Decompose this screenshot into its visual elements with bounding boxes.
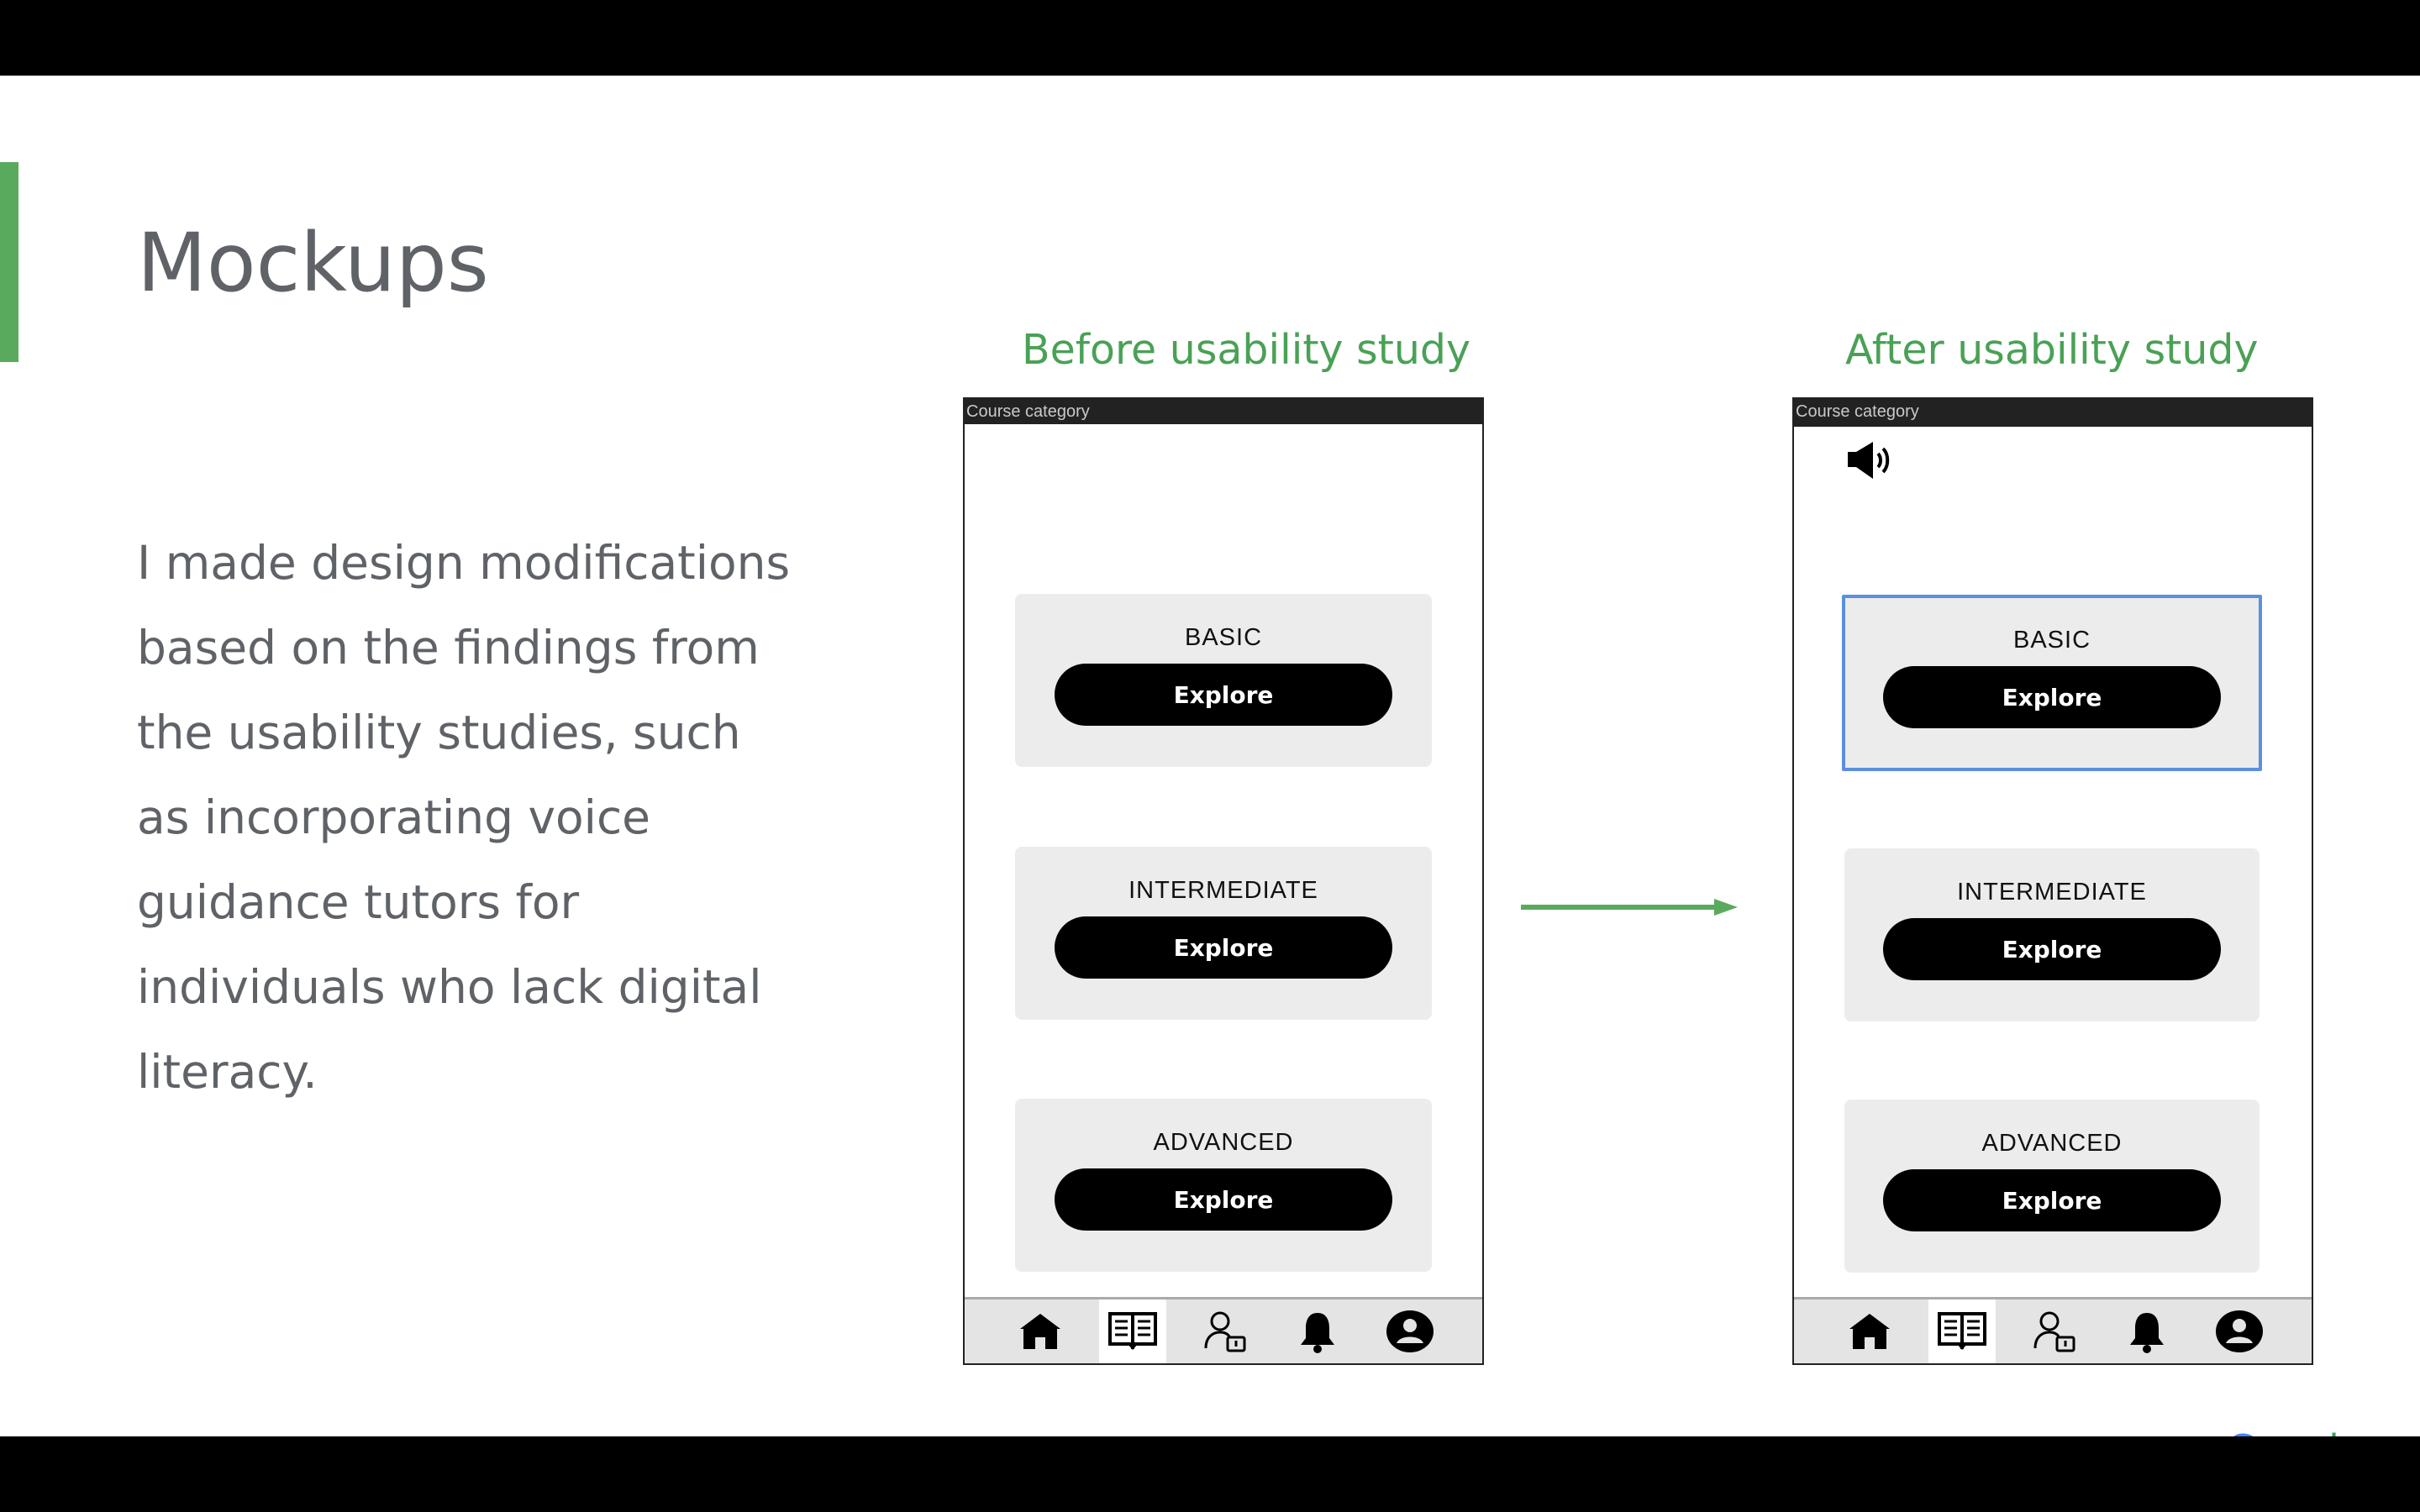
- profile-icon[interactable]: [2206, 1299, 2273, 1363]
- bottom-nav: [1794, 1297, 2312, 1363]
- slide-title: Mockups: [137, 216, 489, 310]
- profile-icon[interactable]: [1376, 1299, 1444, 1363]
- course-card-basic: BASIC Explore: [1842, 595, 2262, 771]
- tutor-icon[interactable]: [2021, 1299, 2088, 1363]
- after-heading: After usability study: [1845, 326, 2259, 374]
- card-label: ADVANCED: [1153, 1129, 1294, 1156]
- slide-description: I made design modifications based on the…: [137, 536, 791, 1099]
- card-label: BASIC: [2012, 627, 2091, 654]
- home-icon[interactable]: [1007, 1299, 1074, 1363]
- bell-icon[interactable]: [2113, 1299, 2181, 1363]
- card-label: INTERMEDIATE: [1957, 879, 2147, 906]
- logo-letter: g: [2304, 1426, 2328, 1436]
- home-icon[interactable]: [1836, 1299, 1903, 1363]
- arrow-icon: [1521, 899, 1738, 916]
- explore-button[interactable]: Explore: [1055, 916, 1392, 979]
- course-card-basic: BASIC Explore: [1015, 594, 1432, 767]
- speaker-icon[interactable]: [1846, 439, 1897, 481]
- screen-title: Course category: [966, 402, 1090, 421]
- before-phone-mockup: Course category BASIC Explore INTERMEDIA…: [963, 397, 1484, 1365]
- logo-letter: G: [2227, 1426, 2257, 1436]
- phone-header: Course category: [965, 399, 1482, 424]
- tutor-icon[interactable]: [1192, 1299, 1259, 1363]
- screen-title: Course category: [1796, 402, 1919, 421]
- explore-button[interactable]: Explore: [1883, 666, 2221, 728]
- card-label: BASIC: [1184, 624, 1263, 651]
- course-card-advanced: ADVANCED Explore: [1844, 1100, 2260, 1273]
- bottom-nav: [965, 1297, 1482, 1363]
- course-card-intermediate: INTERMEDIATE Explore: [1844, 848, 2260, 1021]
- course-card-advanced: ADVANCED Explore: [1015, 1099, 1432, 1272]
- card-label: INTERMEDIATE: [1128, 877, 1318, 904]
- slide: Mockups I made design modifications base…: [0, 76, 2420, 1436]
- phone-header: Course category: [1794, 399, 2312, 427]
- explore-button[interactable]: Explore: [1055, 664, 1392, 726]
- logo-letter: l: [2328, 1426, 2339, 1436]
- book-icon[interactable]: [1928, 1299, 1996, 1363]
- explore-button[interactable]: Explore: [1055, 1168, 1392, 1231]
- course-card-intermediate: INTERMEDIATE Explore: [1015, 847, 1432, 1020]
- accent-bar: [0, 162, 18, 362]
- book-icon[interactable]: [1099, 1299, 1166, 1363]
- explore-button[interactable]: Explore: [1883, 918, 2221, 980]
- logo-letter: e: [2339, 1426, 2363, 1436]
- logo-letter: o: [2281, 1426, 2304, 1436]
- logo-letter: o: [2257, 1426, 2281, 1436]
- google-logo: Google: [2227, 1430, 2363, 1436]
- bell-icon[interactable]: [1284, 1299, 1351, 1363]
- after-phone-mockup: Course category BASIC Explore INTERMEDIA…: [1792, 397, 2313, 1365]
- before-heading: Before usability study: [1022, 326, 1471, 374]
- explore-button[interactable]: Explore: [1883, 1169, 2221, 1231]
- card-label: ADVANCED: [1981, 1130, 2123, 1157]
